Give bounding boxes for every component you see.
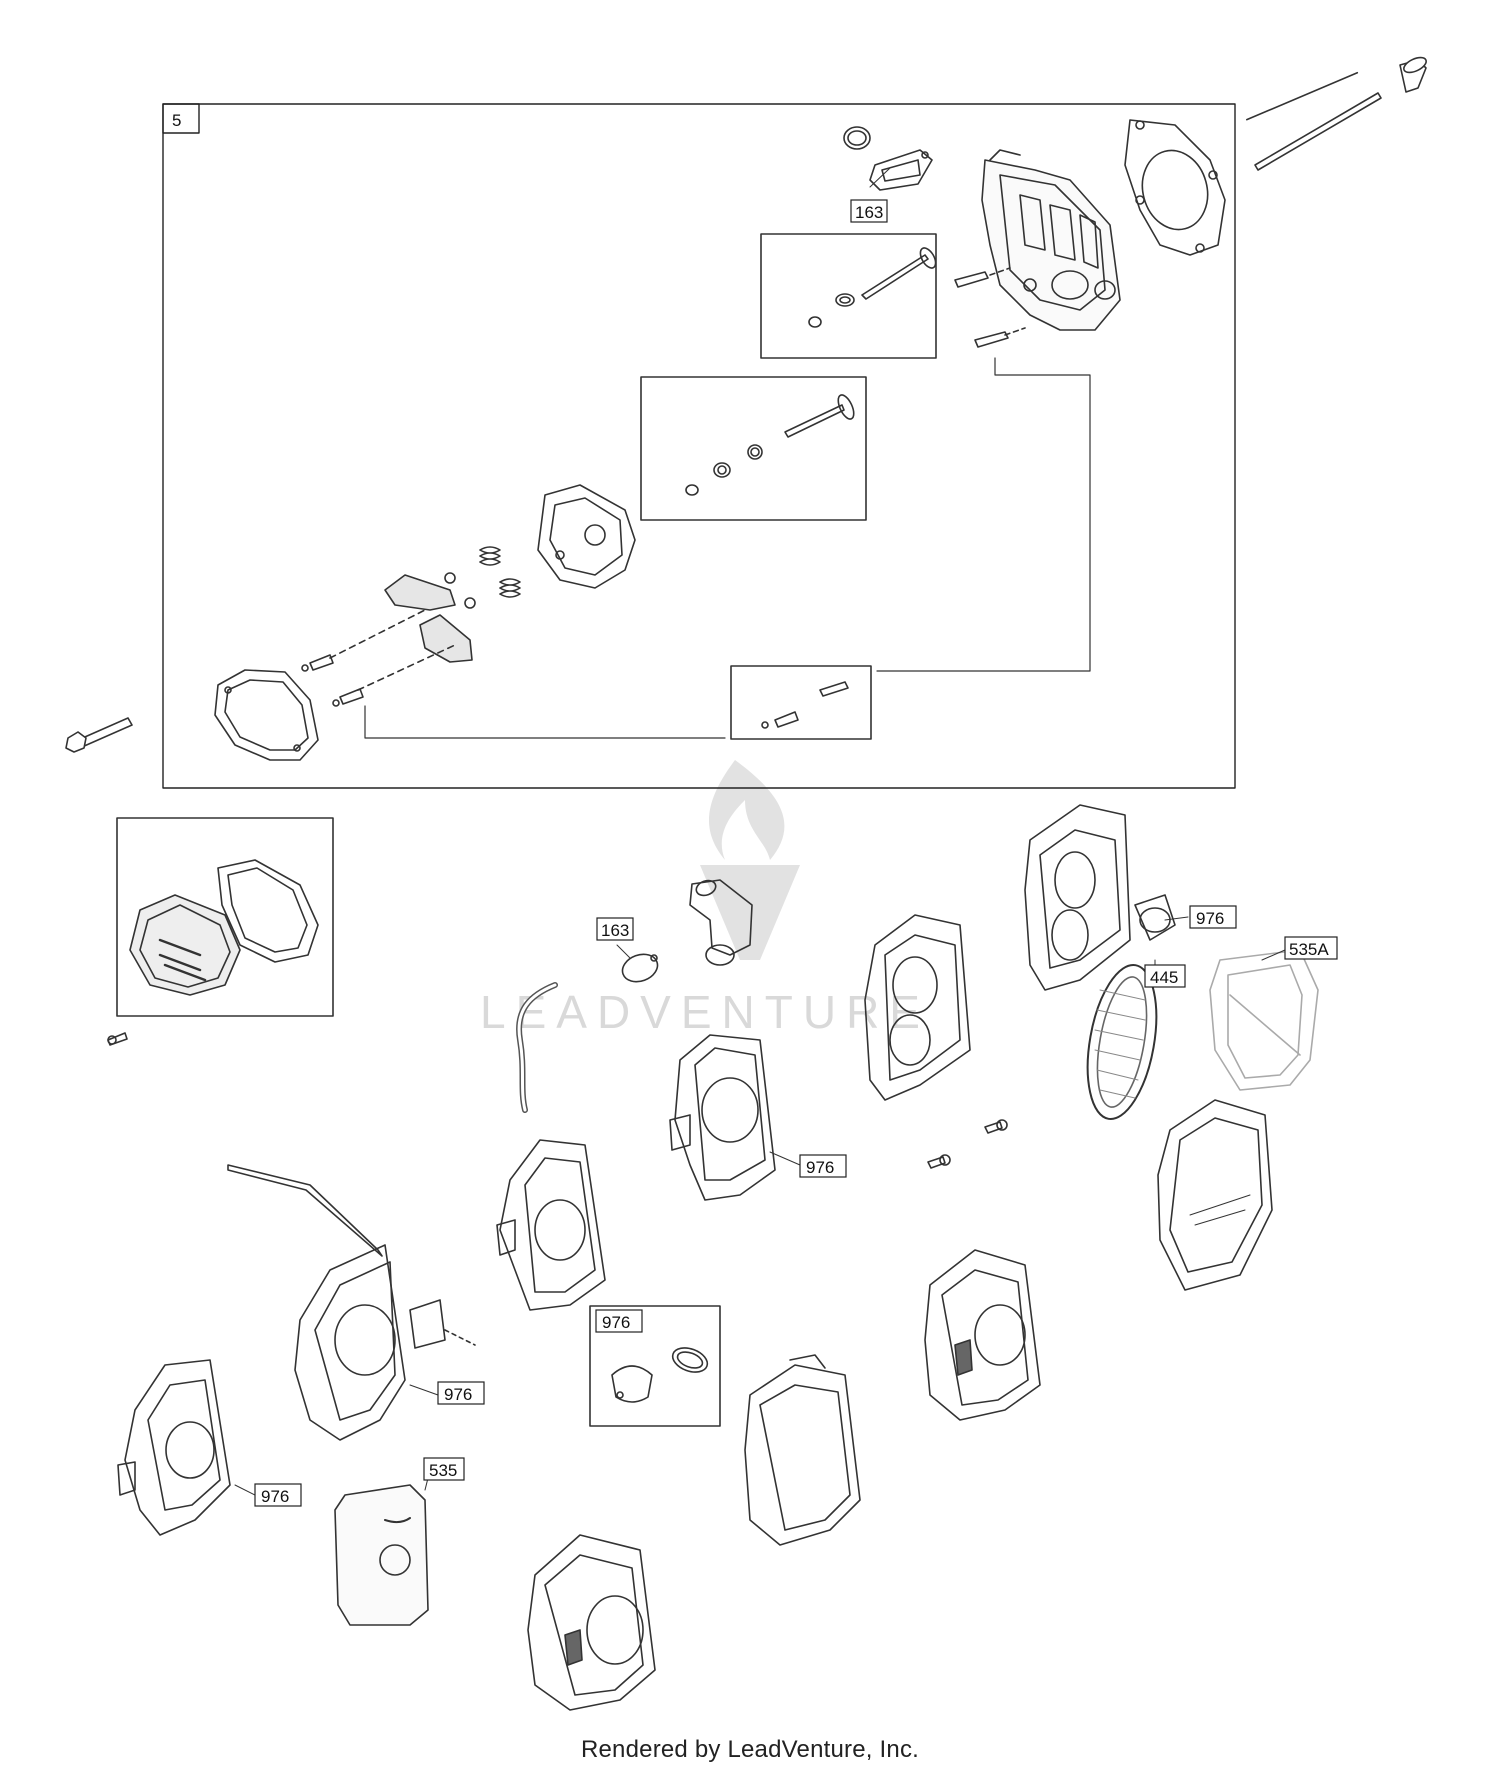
air-filter-445 <box>1086 963 1158 1121</box>
intake-valve-kit-box <box>640 376 867 521</box>
air-intake-elbow <box>689 879 753 966</box>
head-gasket <box>1124 119 1226 256</box>
centerline-b <box>357 644 456 691</box>
breather-976-top <box>1134 894 1176 941</box>
watermark-text: LEADVENTURE <box>480 986 930 1038</box>
intake-gasket-163 <box>869 149 933 191</box>
callout-976-e: 976 <box>602 1313 630 1332</box>
pushrod-upper <box>1246 56 1427 171</box>
leadventure-watermark: LEADVENTURE <box>480 760 930 1038</box>
callout-535-box <box>423 1457 465 1481</box>
callout-445: 445 <box>1150 968 1178 987</box>
pushrod-kit-parts <box>761 681 849 729</box>
callout-535a-box <box>1284 936 1338 960</box>
air-cleaner-base-top-right <box>1024 804 1131 991</box>
leader-163-mid <box>616 944 631 959</box>
callout-976-d: 976 <box>261 1487 289 1506</box>
centerline-a <box>329 609 426 659</box>
callout-535: 535 <box>429 1461 457 1480</box>
rocker-arm-2 <box>419 614 473 663</box>
leader-976-a <box>1164 916 1189 921</box>
leader-976-b <box>769 1151 801 1166</box>
breather-kit-box <box>589 1305 721 1427</box>
callout-976-c: 976 <box>444 1385 472 1404</box>
group-5-label: 5 <box>172 111 181 130</box>
intake-valve <box>685 394 855 496</box>
callout-976-a-box <box>1189 905 1237 929</box>
head-bolt <box>65 717 133 753</box>
air-cleaner-base-center-left <box>496 1139 606 1311</box>
breather-tube-inner <box>517 983 557 1112</box>
callout-976-e-box <box>595 1309 643 1333</box>
mount-bolt-1 <box>984 1119 1008 1134</box>
valve-cover-kit-box <box>116 817 334 1017</box>
rendered-by-footer: Rendered by LeadVenture, Inc. <box>580 1736 920 1763</box>
callout-163-top: 163 <box>855 203 883 222</box>
air-cleaner-base-left <box>294 1244 476 1441</box>
air-cleaner-base-mid <box>669 1034 776 1201</box>
callout-976-b: 976 <box>806 1158 834 1177</box>
valve-cover <box>129 894 241 996</box>
air-cleaner-cover-bottom <box>527 1534 656 1711</box>
mount-bolt-2 <box>927 1154 951 1169</box>
callout-976-d-box <box>254 1483 302 1507</box>
breather-cap <box>611 1347 709 1403</box>
callout-445-box <box>1144 964 1186 988</box>
valve-cover-gasket <box>217 859 319 963</box>
air-cleaner-cover-center-right <box>924 1249 1041 1421</box>
valve-cover-screw <box>107 1032 128 1046</box>
group-5-frame <box>162 103 1236 789</box>
leader-line-right <box>876 357 1091 672</box>
callout-163-mid: 163 <box>601 921 629 940</box>
leader-line-bottom <box>364 705 726 739</box>
o-ring-top <box>843 126 871 150</box>
callout-976-a: 976 <box>1196 909 1224 928</box>
o-ring-163-mid <box>621 953 659 983</box>
watermark-logo-icon <box>700 760 800 960</box>
cylinder-head <box>981 149 1121 331</box>
o-ring-top-inner <box>847 130 867 146</box>
callout-163-mid-box <box>596 917 634 941</box>
leader-163-top <box>869 167 891 188</box>
air-cleaner-cover-right <box>1157 1099 1273 1291</box>
leader-976-c <box>409 1384 439 1396</box>
air-cleaner-cover-mid <box>744 1354 861 1546</box>
callout-163-top-box <box>850 199 888 223</box>
governor-lever-rod <box>227 1164 383 1257</box>
callout-976-c-box <box>437 1381 485 1405</box>
rocker-arm-1 <box>384 574 456 611</box>
air-cleaner-base-bottom-left <box>117 1359 231 1536</box>
foam-prefilter-535 <box>334 1484 429 1626</box>
rocker-box <box>537 484 636 589</box>
head-studs <box>954 267 1026 348</box>
air-cleaner-base-center <box>864 914 971 1101</box>
pushrod-kit-box <box>730 665 872 740</box>
pre-filter-535a <box>1209 949 1319 1091</box>
callout-976-b-box <box>799 1154 847 1178</box>
exhaust-valve <box>808 247 937 328</box>
group-5-label-box <box>162 103 200 134</box>
exhaust-valve-kit-box <box>760 233 937 359</box>
leader-535a <box>1261 949 1286 961</box>
callout-535a: 535A <box>1289 940 1329 959</box>
rocker-cover-gasket <box>214 669 319 761</box>
valve-springs <box>444 546 521 609</box>
leader-976-d <box>234 1484 256 1496</box>
rocker-studs <box>301 654 364 707</box>
